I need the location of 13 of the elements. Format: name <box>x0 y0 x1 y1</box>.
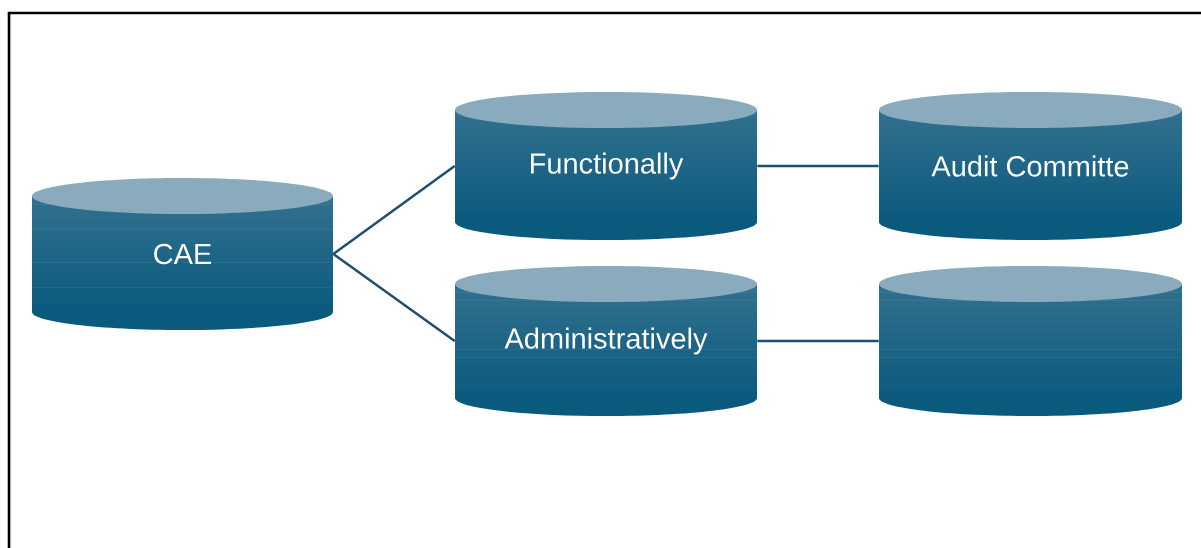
node-label: Audit Committe <box>931 155 1129 177</box>
node-label: Functionally <box>531 152 684 180</box>
node-label: Administratively <box>504 327 708 355</box>
node-label: CAE <box>154 243 212 265</box>
cylinder: CAE <box>32 178 333 330</box>
cylinder: Functionally <box>455 92 757 240</box>
cylinder: Audit Committe <box>879 92 1182 240</box>
connector-line <box>757 339 879 343</box>
cylinder: Administratively <box>455 266 757 416</box>
connector-line <box>332 253 456 342</box>
connector-line <box>332 165 456 255</box>
connector-line <box>757 164 879 168</box>
cylinder <box>879 266 1182 416</box>
